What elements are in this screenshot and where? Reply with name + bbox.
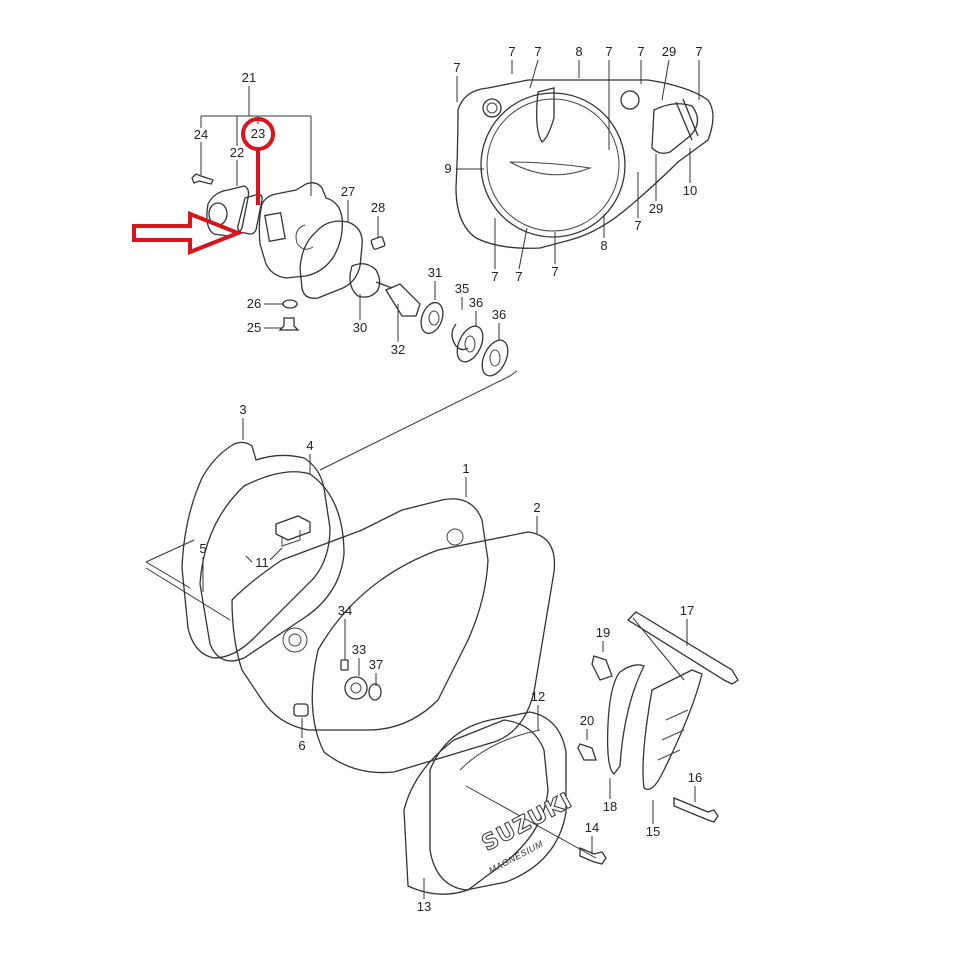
part-label-5: 5 [199,541,207,556]
part-label-27: 27 [340,184,356,199]
part-label-17: 17 [679,603,695,618]
part-label-21: 21 [241,70,257,85]
part-label-7: 7 [605,44,613,59]
magneto-cover-group [403,705,607,899]
chain-guard-group [577,611,739,824]
part-label-34: 34 [337,603,353,618]
part-label-30: 30 [352,320,368,335]
part-label-37: 37 [368,657,384,672]
part-label-7: 7 [515,269,523,284]
part-label-25: 25 [246,320,262,335]
part-label-29: 29 [661,44,677,59]
part-label-7: 7 [491,269,499,284]
part-label-20: 20 [579,713,595,728]
part-label-24: 24 [193,127,209,142]
part-label-9: 9 [444,161,452,176]
clutch-cover-group [455,59,714,270]
part-label-19: 19 [595,625,611,640]
part-label-8: 8 [600,238,608,253]
part-label-22: 22 [229,145,245,160]
part-label-13: 13 [416,899,432,914]
part-label-10: 10 [682,183,698,198]
part-label-15: 15 [645,824,661,839]
part-label-18: 18 [602,799,618,814]
part-label-36: 36 [491,307,507,322]
part-label-8: 8 [575,44,583,59]
red-highlight-annotation [132,117,275,255]
part-label-28: 28 [370,200,386,215]
part-label-7: 7 [637,44,645,59]
part-label-7: 7 [551,264,559,279]
part-label-7: 7 [695,44,703,59]
part-label-7: 7 [508,44,516,59]
part-label-6: 6 [298,738,306,753]
part-label-32: 32 [390,342,406,357]
part-label-16: 16 [687,770,703,785]
part-label-26: 26 [246,296,262,311]
part-label-2: 2 [533,500,541,515]
part-label-29: 29 [648,201,664,216]
part-label-4: 4 [306,438,314,453]
part-label-23: 23 [250,126,266,141]
part-label-7: 7 [634,218,642,233]
part-label-7: 7 [534,44,542,59]
part-label-11: 11 [255,555,269,570]
part-label-14: 14 [584,820,600,835]
part-label-31: 31 [427,265,443,280]
part-label-35: 35 [454,281,470,296]
crankcase-group [145,418,556,774]
highlight-arrow-icon [132,211,244,255]
part-label-33: 33 [351,642,367,657]
part-label-3: 3 [239,402,247,417]
part-label-1: 1 [462,461,470,476]
part-label-7: 7 [453,60,461,75]
part-label-12: 12 [530,689,546,704]
part-label-36: 36 [468,295,484,310]
